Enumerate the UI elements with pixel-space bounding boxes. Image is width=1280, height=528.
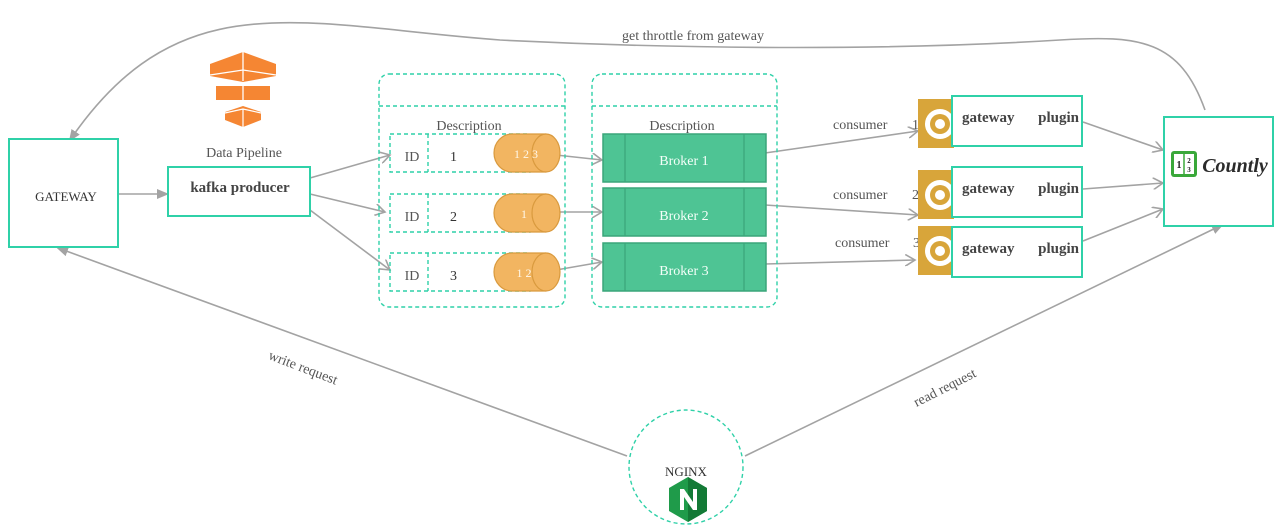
partition-cylinder-icon (493, 252, 561, 292)
consumer-label: consumer (833, 188, 888, 203)
broker-node[interactable]: Broker 3 (602, 242, 767, 292)
plugin-label-b: plugin (1038, 110, 1080, 126)
consumer-number: 3 (913, 236, 920, 251)
data-pipeline-label: Data Pipeline (206, 146, 282, 161)
brokers-container: Description (591, 73, 778, 308)
plugin1-to-countly-edge (1082, 121, 1163, 150)
partition-label: 1 (521, 207, 527, 221)
plugin3-to-countly-edge (1082, 209, 1163, 242)
topic-row[interactable]: ID 1 1 2 3 (389, 133, 561, 173)
write-request-edge (56, 246, 628, 457)
broker-label: Broker 2 (659, 209, 708, 224)
producer-to-topic3-edge (309, 209, 390, 270)
topic3-to-broker3-edge (555, 262, 602, 271)
nginx-node[interactable]: NGINX (628, 409, 744, 525)
broker-node[interactable]: Broker 2 (602, 187, 767, 237)
brokers-title: Description (649, 119, 714, 134)
partition-cylinder-icon (493, 193, 561, 233)
topic-id-label: ID (405, 269, 420, 284)
read-request-label: read request (912, 366, 980, 410)
producer-to-topic2-edge (309, 193, 385, 212)
topic-row[interactable]: ID 3 1 2 (389, 252, 561, 292)
broker1-to-consumer1-edge (764, 131, 918, 154)
plugin-label-a: gateway (962, 181, 1015, 197)
broker-label: Broker 3 (659, 264, 708, 279)
topic1-to-broker1-edge (555, 155, 602, 160)
consumer-number: 2 (912, 188, 919, 203)
partition-label: 1 2 (517, 266, 532, 280)
throttle-label: get throttle from gateway (622, 29, 764, 44)
read-request-edge (744, 224, 1224, 457)
consumer-label: consumer (835, 236, 890, 251)
producer-to-topic1-edge (309, 155, 390, 179)
countly-label: Countly (1202, 155, 1268, 177)
plugin-label-b: plugin (1038, 241, 1080, 257)
consumer-group[interactable]: consumer 1 gateway plugin (833, 95, 1083, 148)
consumer-label: consumer (833, 118, 888, 133)
broker3-to-consumer3-edge (764, 260, 915, 264)
topic-id-label: ID (405, 150, 420, 165)
gear-icon (918, 99, 955, 148)
topic-row[interactable]: ID 2 1 (389, 193, 561, 233)
partition-cylinder-icon (493, 133, 561, 173)
svg-text:1: 1 (1177, 160, 1182, 171)
topics-title: Description (436, 119, 501, 134)
nginx-logo-icon (669, 477, 707, 522)
throttle-edge (68, 21, 1206, 142)
topic-id-label: ID (405, 210, 420, 225)
countly-node[interactable]: 1 2 3 Countly (1163, 116, 1274, 227)
plugin-label-b: plugin (1038, 181, 1080, 197)
plugin-label-a: gateway (962, 110, 1015, 126)
gear-icon (918, 226, 955, 275)
write-request-label: write request (266, 348, 339, 388)
gateway-label: GATEWAY (35, 189, 97, 204)
broker2-to-consumer2-edge (764, 204, 918, 215)
kafka-producer-label: kafka producer (190, 180, 290, 196)
gear-icon (918, 170, 955, 219)
topics-container: Description (378, 73, 566, 308)
kafka-producer-node[interactable]: kafka producer (167, 166, 311, 217)
gateway-node[interactable]: GATEWAY (8, 138, 119, 248)
topic-id-value: 2 (450, 210, 457, 225)
broker-label: Broker 1 (659, 154, 708, 169)
consumer-group[interactable]: consumer 2 gateway plugin (833, 166, 1083, 219)
consumer-group[interactable]: consumer 3 gateway plugin (835, 226, 1083, 278)
consumer-number: 1 (912, 118, 919, 133)
topic-id-value: 3 (450, 269, 457, 284)
kafka-logo-icon (209, 52, 277, 127)
partition-label: 1 2 3 (514, 147, 538, 161)
nginx-label: NGINX (665, 464, 707, 479)
plugin2-to-countly-edge (1082, 183, 1163, 190)
countly-logo-icon: 1 2 3 (1171, 151, 1197, 177)
broker-node[interactable]: Broker 1 (602, 133, 767, 183)
svg-text:3: 3 (1187, 166, 1191, 174)
plugin-label-a: gateway (962, 241, 1015, 257)
topic-id-value: 1 (450, 150, 457, 165)
svg-text:2: 2 (1187, 157, 1191, 165)
